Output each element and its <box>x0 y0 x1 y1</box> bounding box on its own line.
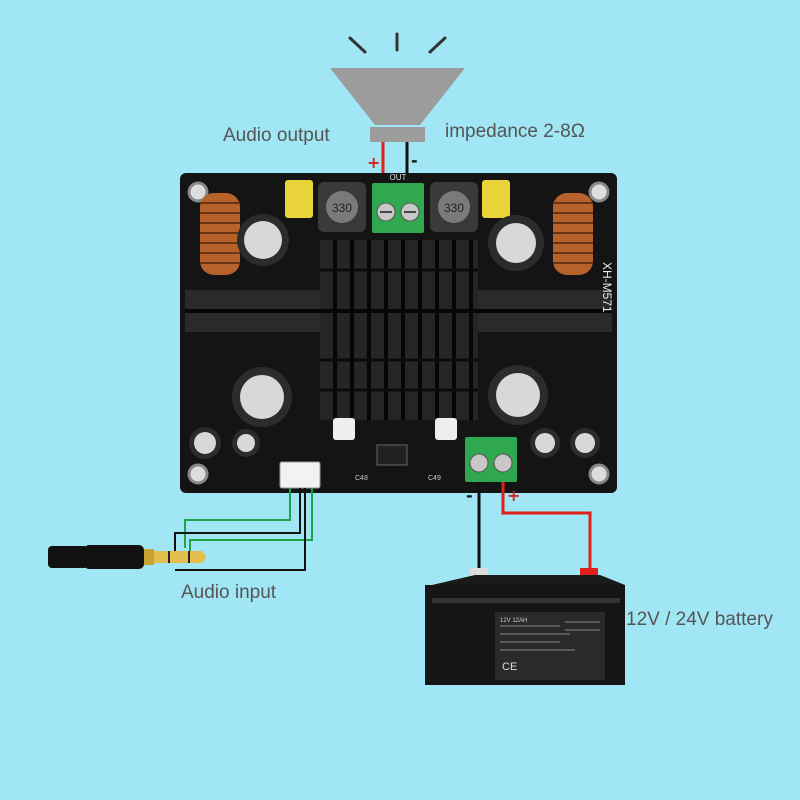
output-minus-sign: - <box>411 151 418 170</box>
electrolytic-capacitor <box>232 429 260 457</box>
toroid-inductor-right <box>553 193 593 275</box>
ce-mark: CE <box>502 661 517 673</box>
battery-icon: 12V 12AH CE <box>425 568 625 685</box>
inductor-marking: 330 <box>332 201 352 215</box>
speaker-icon <box>330 68 465 142</box>
electrolytic-capacitor <box>488 365 548 425</box>
sound-wave-icon <box>348 32 447 54</box>
input-connector <box>279 461 321 489</box>
film-capacitor <box>285 180 313 218</box>
silkscreen-label: C49 <box>428 475 441 482</box>
ic-chip <box>376 444 408 466</box>
electrolytic-capacitor <box>488 215 544 271</box>
shielded-inductor-left: 330 <box>318 182 366 232</box>
silkscreen-label: C48 <box>355 475 368 482</box>
toroid-inductor-left <box>200 193 240 275</box>
inductor-marking: 330 <box>444 201 464 215</box>
electrolytic-capacitor <box>189 427 221 459</box>
mounting-hole <box>588 463 610 485</box>
battery-plus-sign: + <box>507 486 521 505</box>
mounting-hole <box>187 463 209 485</box>
electrolytic-capacitor <box>232 367 292 427</box>
potentiometer <box>333 418 355 440</box>
battery-label: 12V / 24V battery <box>626 609 773 630</box>
electrolytic-capacitor <box>237 214 289 266</box>
out-silkscreen: OUT <box>390 173 407 182</box>
mounting-hole <box>187 181 209 203</box>
shielded-inductor-right: 330 <box>430 182 478 232</box>
battery-minus-sign: - <box>466 486 473 505</box>
impedance-label: impedance 2-8Ω <box>445 121 585 142</box>
battery-positive-wire <box>501 482 592 575</box>
output-plus-sign: + <box>367 153 381 172</box>
film-capacitor <box>482 180 510 218</box>
amplifier-board: 330 330 OUT <box>180 173 617 493</box>
electrolytic-capacitor <box>570 428 600 458</box>
output-terminal-block: OUT <box>372 173 424 233</box>
mounting-hole <box>588 181 610 203</box>
audio-jack-icon <box>48 545 206 569</box>
audio-input-wires <box>174 488 313 571</box>
board-model-label: XH-M571 <box>600 262 614 313</box>
audio-output-label: Audio output <box>223 125 330 146</box>
battery-model-text: 12V 12AH <box>500 618 527 624</box>
electrolytic-capacitor <box>530 428 560 458</box>
potentiometer <box>435 418 457 440</box>
audio-input-label: Audio input <box>181 582 277 603</box>
heatsink <box>185 240 612 420</box>
power-terminal-block <box>465 437 517 482</box>
